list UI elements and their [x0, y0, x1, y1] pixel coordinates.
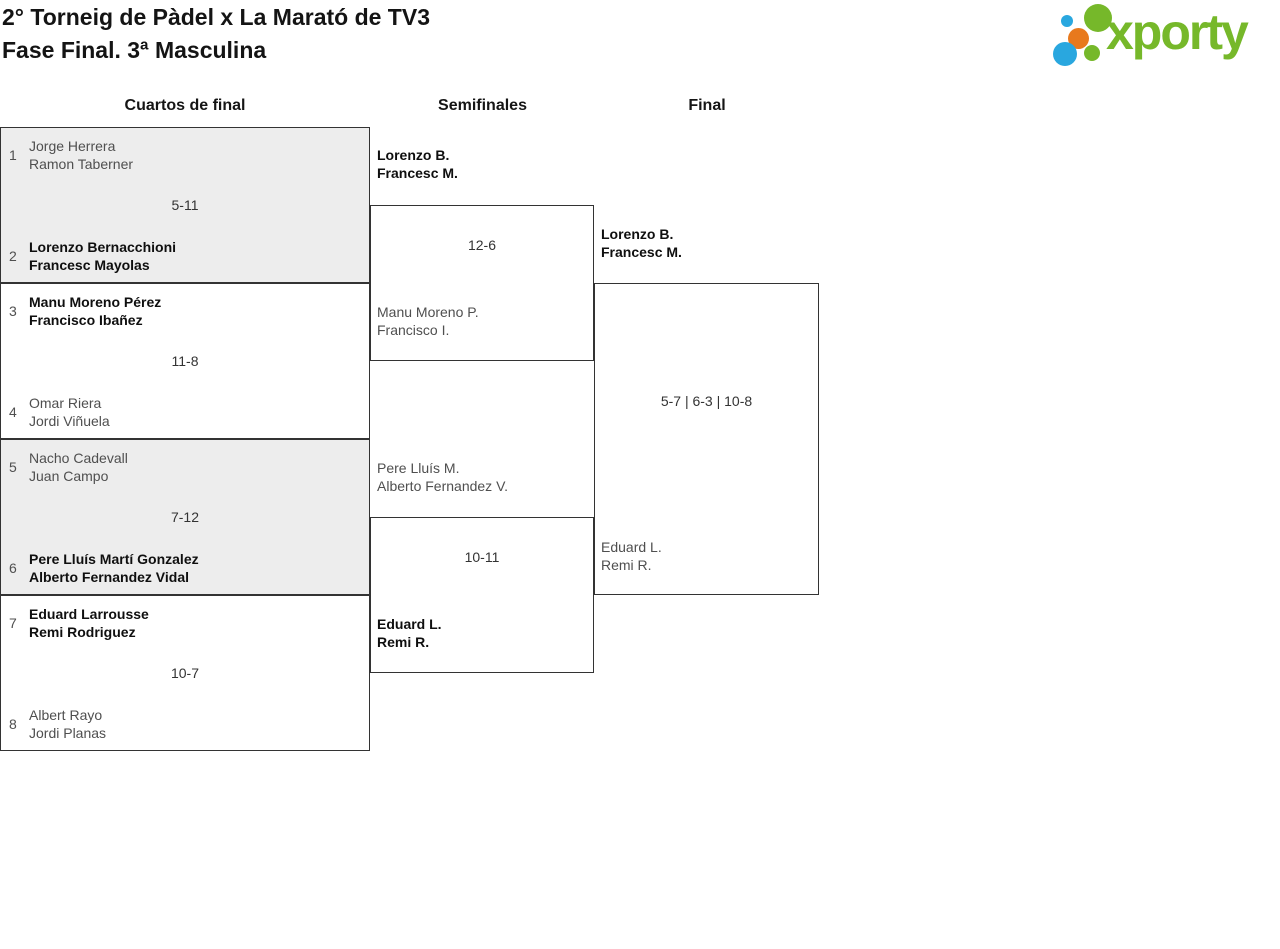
team-qf3-bottom[interactable]: 6 Pere Lluís Martí Gonzalez Alberto Fern…	[9, 550, 361, 586]
match-box-quarterfinal-2: 3 Manu Moreno Pérez Francisco Ibañez 11-…	[0, 283, 370, 439]
logo-text[interactable]: xporty	[1106, 4, 1249, 60]
team-names: Lorenzo Bernacchioni Francesc Mayolas	[29, 239, 177, 273]
match-box-quarterfinal-1: 1 Jorge Herrera Ramon Taberner 5-11 2 Lo…	[0, 127, 370, 283]
team-qf4-bottom[interactable]: 8 Albert Rayo Jordi Planas	[9, 706, 361, 742]
round-header-cuartos: Cuartos de final	[124, 97, 246, 114]
team-qf4-top[interactable]: 7 Eduard Larrousse Remi Rodriguez	[9, 605, 361, 641]
logo-dot-green-large-icon	[1084, 4, 1112, 32]
team-names: Eduard Larrousse Remi Rodriguez	[29, 606, 149, 640]
seed-number: 7	[9, 615, 17, 631]
logo-dot-green-small-icon	[1084, 45, 1100, 61]
team-final-bottom[interactable]: Eduard L. Remi R.	[601, 539, 662, 573]
team-sf1-bottom[interactable]: Manu Moreno P. Francisco I.	[377, 304, 479, 338]
team-names: Nacho Cadevall Juan Campo	[29, 450, 128, 484]
score-final: 5-7 | 6-3 | 10-8	[660, 393, 753, 409]
team-final-top[interactable]: Lorenzo B. Francesc M.	[601, 226, 682, 260]
logo-dot-orange-icon	[1068, 28, 1089, 49]
seed-number: 1	[9, 147, 17, 163]
seed-number: 8	[9, 716, 17, 732]
match-box-semifinal-2	[370, 517, 594, 673]
seed-number: 5	[9, 459, 17, 475]
logo-dot-blue-small-icon	[1061, 15, 1073, 27]
round-header-final: Final	[688, 97, 726, 114]
page-title: 2° Torneig de Pàdel x La Marató de TV3 F…	[2, 1, 430, 67]
team-qf2-bottom[interactable]: 4 Omar Riera Jordi Viñuela	[9, 394, 361, 430]
xporty-logo[interactable]	[1050, 0, 1280, 76]
team-sf2-top[interactable]: Pere Lluís M. Alberto Fernandez V.	[377, 460, 509, 494]
team-qf1-bottom[interactable]: 2 Lorenzo Bernacchioni Francesc Mayolas	[9, 238, 361, 274]
seed-number: 2	[9, 248, 17, 264]
score-qf3: 7-12	[170, 509, 200, 525]
team-names: Albert Rayo Jordi Planas	[29, 707, 107, 741]
score-qf4: 10-7	[170, 665, 200, 681]
team-names: Jorge Herrera Ramon Taberner	[29, 138, 134, 172]
logo-dot-blue-large-icon	[1053, 42, 1077, 66]
round-header-semifinales: Semifinales	[438, 97, 527, 114]
team-qf3-top[interactable]: 5 Nacho Cadevall Juan Campo	[9, 449, 361, 485]
score-qf2: 11-8	[171, 353, 199, 369]
team-names: Omar Riera Jordi Viñuela	[29, 395, 110, 429]
score-sf2: 10-11	[464, 549, 500, 565]
score-qf1: 5-11	[171, 197, 199, 213]
seed-number: 4	[9, 404, 17, 420]
team-names: Pere Lluís Martí Gonzalez Alberto Fernan…	[29, 551, 199, 585]
title-line-2: Fase Final. 3ª Masculina	[2, 37, 267, 63]
team-qf2-top[interactable]: 3 Manu Moreno Pérez Francisco Ibañez	[9, 293, 361, 329]
match-box-semifinal-1	[370, 205, 594, 361]
seed-number: 6	[9, 560, 17, 576]
match-box-final	[594, 283, 819, 595]
match-box-quarterfinal-4: 7 Eduard Larrousse Remi Rodriguez 10-7 8…	[0, 595, 370, 751]
team-sf1-top[interactable]: Lorenzo B. Francesc M.	[377, 147, 458, 181]
team-qf1-top[interactable]: 1 Jorge Herrera Ramon Taberner	[9, 137, 361, 173]
team-sf2-bottom[interactable]: Eduard L. Remi R.	[377, 616, 442, 650]
team-names: Manu Moreno Pérez Francisco Ibañez	[29, 294, 162, 328]
match-box-quarterfinal-3: 5 Nacho Cadevall Juan Campo 7-12 6 Pere …	[0, 439, 370, 595]
seed-number: 3	[9, 303, 17, 319]
score-sf1: 12-6	[467, 237, 497, 253]
title-line-1: 2° Torneig de Pàdel x La Marató de TV3	[2, 4, 430, 30]
